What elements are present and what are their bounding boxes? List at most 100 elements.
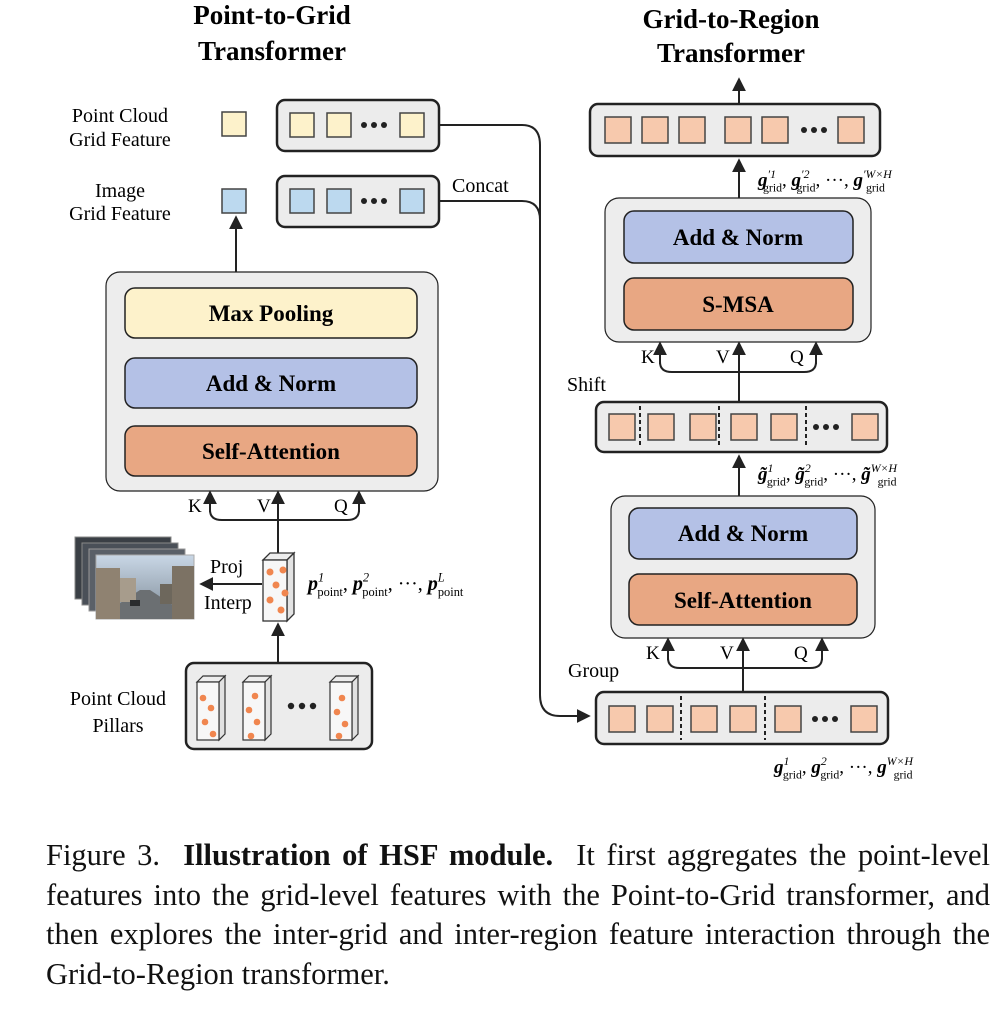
add-norm-label-left: Add & Norm — [206, 371, 336, 396]
ellipsis-dot — [821, 127, 827, 133]
center-pillar — [261, 551, 296, 623]
kvq-fork-left — [209, 509, 360, 521]
smsa-label: S-MSA — [702, 292, 774, 317]
left-title-line2: Transformer — [198, 36, 346, 66]
self-attention-label-right: Self-Attention — [674, 588, 812, 613]
point — [251, 692, 259, 700]
point — [338, 694, 346, 702]
grid-cell — [761, 116, 789, 144]
point — [253, 718, 261, 726]
grid-cell — [689, 413, 717, 441]
concat-connector — [439, 124, 591, 723]
img-grid-feature-label-line1: Image — [95, 180, 145, 202]
pc-grid-ellipsis — [361, 122, 387, 128]
grid-cell — [770, 413, 798, 441]
grid-cell — [850, 705, 878, 733]
pillar-front — [242, 681, 266, 741]
hsf-module-diagram: Point-to-Grid Transformer Point Cloud Gr… — [69, 0, 914, 782]
grid-cell — [647, 413, 675, 441]
ellipsis-dot — [833, 424, 839, 430]
grid-cell — [837, 116, 865, 144]
point — [209, 730, 217, 738]
camera-images-stack — [74, 536, 195, 620]
caption-label: Figure 3. — [46, 838, 161, 872]
pillars-label-line1: Point Cloud — [70, 688, 166, 710]
q-label-top-right: Q — [790, 347, 804, 368]
right-title-line1: Grid-to-Region — [643, 4, 820, 34]
grid-cell — [641, 116, 669, 144]
img-grid-cells — [289, 188, 425, 214]
k-label-left: K — [188, 496, 202, 517]
right-title-line2: Transformer — [657, 38, 805, 68]
pillars-ellipsis — [287, 702, 317, 710]
max-pooling-label: Max Pooling — [209, 301, 334, 326]
pillar-side — [218, 674, 226, 742]
add-norm-label-bottom-right: Add & Norm — [678, 521, 808, 546]
pc-grid-feature-label-line1: Point Cloud — [72, 105, 168, 127]
grid-cell — [851, 413, 879, 441]
grid-cell — [678, 116, 706, 144]
concat-label: Concat — [452, 175, 509, 197]
v-label-top-right: V — [716, 347, 730, 368]
caption-body: It first aggregates the point-level feat… — [46, 838, 991, 991]
grid-cell — [774, 705, 802, 733]
grid-cell — [730, 413, 758, 441]
pillar-side — [351, 674, 359, 742]
pc-grid-feature-legend — [221, 111, 247, 137]
point — [333, 708, 341, 716]
v-label-bottom-right: V — [720, 643, 734, 664]
shift-label: Shift — [567, 374, 606, 396]
pillar-front — [329, 681, 353, 741]
group-label: Group — [568, 660, 619, 682]
img-grid-feature-legend — [221, 188, 247, 214]
grid-cell — [646, 705, 674, 733]
ellipsis-dot — [832, 716, 838, 722]
point — [199, 694, 207, 702]
max-pooling-block — [124, 287, 418, 339]
point — [245, 706, 253, 714]
pc-grid-feature-label-line2: Grid Feature — [69, 129, 171, 151]
point — [201, 718, 209, 726]
ellipsis-dot — [822, 716, 828, 722]
self-attention-block-right — [628, 573, 858, 626]
grid-cell — [608, 413, 636, 441]
self-attention-block-left — [124, 425, 418, 477]
ellipsis-dot — [811, 127, 817, 133]
self-attention-label-left: Self-Attention — [202, 439, 340, 464]
left-title-line1: Point-to-Grid — [193, 0, 350, 30]
img-grid-feature-label-line2: Grid Feature — [69, 203, 171, 225]
figure-caption: Figure 3. Illustration of HSF module. It… — [46, 836, 990, 994]
pillar-side — [264, 674, 272, 742]
img-grid-ellipsis — [361, 198, 387, 204]
ellipsis-dot — [812, 716, 818, 722]
output-grid-cells — [604, 116, 865, 144]
point — [247, 732, 255, 740]
ellipsis-dot — [813, 424, 819, 430]
proj-label: Proj — [210, 556, 243, 578]
grid-cell — [604, 116, 632, 144]
pillar-group — [195, 674, 360, 742]
k-label-top-right: K — [641, 347, 655, 368]
grid-cell — [729, 705, 757, 733]
add-norm-label-top-right: Add & Norm — [673, 225, 803, 250]
v-label-left: V — [257, 496, 271, 517]
kvq-fork-bottom-right — [667, 657, 823, 669]
add-norm-block-left — [124, 357, 418, 409]
grid-cell — [690, 705, 718, 733]
add-norm-block-bottom-right — [628, 507, 858, 560]
add-norm-block-top-right — [623, 210, 854, 264]
pillars-label-line2: Pillars — [92, 715, 143, 737]
pillar-front — [196, 681, 220, 741]
interp-label: Interp — [204, 592, 252, 614]
shifted-grid-cells — [608, 406, 879, 448]
q-label-left: Q — [334, 496, 348, 517]
point — [335, 732, 343, 740]
grid-cell — [608, 705, 636, 733]
ellipsis-dot — [823, 424, 829, 430]
